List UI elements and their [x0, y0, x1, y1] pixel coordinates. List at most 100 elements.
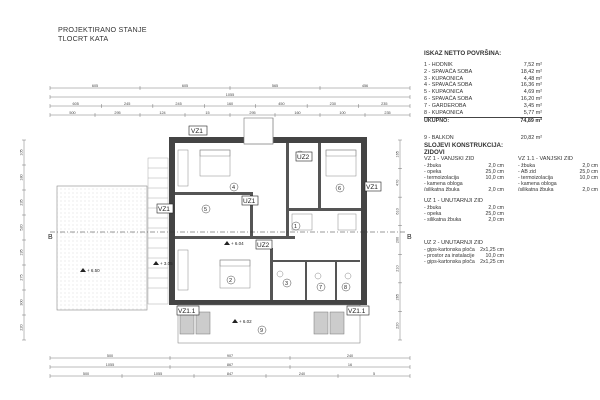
- layer-material: /silikatna žbuka: [424, 187, 460, 193]
- layer-thickness: 25,0 cm: [579, 169, 598, 175]
- area-label: 1 - HODNIK: [424, 62, 453, 68]
- dimension-label: 160: [227, 102, 233, 106]
- level-mark: + 6.02: [239, 319, 252, 324]
- wall-tag: VZ1: [191, 128, 203, 135]
- dimension-label: 165: [396, 151, 400, 157]
- area-value: 16,20 m²: [520, 95, 542, 102]
- dimension-label: 220: [396, 323, 400, 329]
- room-number: 2: [229, 278, 232, 284]
- layer-row: /silikatna žbuka 2,0 cm: [518, 187, 598, 193]
- balcony: [177, 304, 361, 344]
- layer-material: - opeka: [424, 211, 442, 217]
- furniture: [177, 118, 357, 291]
- area-value: 5,77 m²: [523, 109, 542, 116]
- wall-tag: VZ1: [158, 206, 170, 213]
- section-mark-left: B: [48, 234, 53, 241]
- level-mark: + 3.05: [160, 261, 173, 266]
- dimension-label: 235: [20, 199, 24, 205]
- dimension-label: 610: [396, 208, 400, 214]
- wall-tag: UZ1: [243, 198, 256, 205]
- dimension-label: 235: [384, 111, 390, 115]
- dimension-label: 16: [348, 363, 352, 367]
- wall-tag: VZ1: [366, 184, 378, 191]
- layer-material: /silikatna žbuka: [518, 187, 554, 193]
- area-label: 4 - SPAVAĆA SOBA: [424, 82, 473, 89]
- layer-block-title: VZ 1.1 - VANJSKI ZID: [518, 156, 573, 162]
- area-label: UKUPNO:: [424, 118, 450, 125]
- dimension-label: 1055: [106, 363, 114, 367]
- room-number: 6: [338, 186, 341, 192]
- layer-thickness: 2,0 cm: [488, 217, 504, 223]
- layer-row: - kamena obloga: [424, 181, 504, 187]
- layers-header: SLOJEVI KONSTRUKCIJA:: [424, 142, 504, 149]
- dimension-label: 1055: [226, 93, 234, 97]
- area-label: 8 - KUPAONICA: [424, 109, 464, 116]
- area-label: 7 - GARDEROBA: [424, 102, 467, 109]
- dimension-label: 240: [347, 354, 353, 358]
- title-line-1: PROJEKTIRANO STANJE: [58, 25, 147, 34]
- room-number: 1: [294, 224, 297, 230]
- exterior-walls: [169, 117, 367, 305]
- dimension-label: 105: [20, 149, 24, 155]
- area-label: 6 - SPAVAĆA SOBA: [424, 95, 473, 102]
- layer-thickness: 2x1,25 cm: [480, 247, 504, 253]
- staircase: [147, 157, 169, 305]
- area-value: 7,52 m²: [523, 62, 542, 68]
- wall-tag: VZ1.1: [348, 308, 366, 315]
- dimension-label: 300: [20, 299, 24, 305]
- layer-block: UZ 1 - UNUTARNJI ZID- žbuka 2,0 cm - opeka…: [424, 198, 504, 223]
- dimension-label: 605: [92, 84, 98, 88]
- wall-tag: UZ2: [257, 242, 270, 249]
- layer-thickness: 2,0 cm: [582, 163, 598, 169]
- layer-material: - žbuka: [518, 163, 536, 169]
- level-mark: + 6.04: [231, 241, 244, 246]
- dimension-label: 456: [362, 84, 368, 88]
- area-row: 8 - KUPAONICA 5,77 m²: [424, 110, 542, 117]
- dimension-label: 275: [20, 274, 24, 280]
- area-value: 4,48 m²: [523, 75, 542, 82]
- layer-block-title: UZ 1 - UNUTARNJI ZID: [424, 198, 483, 204]
- dimension-label: 210: [396, 265, 400, 271]
- room-number: 8: [344, 285, 347, 291]
- room-number: 3: [285, 281, 288, 287]
- room-number: 4: [232, 185, 235, 191]
- layer-thickness: 10,0 cm: [485, 253, 504, 259]
- wall-tag: UZ2: [297, 154, 310, 161]
- dimension-label: 245: [124, 102, 130, 106]
- area-value: 18,42 m²: [520, 68, 542, 75]
- layer-row: /silikatna žbuka 2,0 cm: [424, 187, 504, 193]
- layers-subheader: ZIDOVI: [424, 149, 445, 156]
- dimension-label: 195: [20, 249, 24, 255]
- layer-row: - kamena obloga: [518, 181, 598, 187]
- layer-block: UZ 2 - UNUTARNJI ZID- gips-kartonska plo…: [424, 240, 504, 265]
- dimension-label: 500: [107, 354, 113, 358]
- dimension-label: 500: [69, 111, 75, 115]
- layer-material: - termoizolacija: [424, 175, 459, 181]
- layer-thickness: 2,0 cm: [582, 187, 598, 193]
- layer-thickness: 2,0 cm: [488, 187, 504, 193]
- dimension-label: 605: [182, 84, 188, 88]
- room-number: 5: [204, 207, 207, 213]
- layer-material: - žbuka: [424, 205, 442, 211]
- level-mark: + 6.50: [87, 268, 100, 273]
- dimension-label: 100: [339, 111, 345, 115]
- layer-material: - gips-kartonska ploča: [424, 259, 475, 265]
- dimension-label: 867: [227, 363, 233, 367]
- layer-material: - kamena obloga: [424, 181, 463, 187]
- dimension-label: 235: [381, 102, 387, 106]
- dimension-label: 15: [205, 111, 209, 115]
- dimension-label: 160: [294, 111, 300, 115]
